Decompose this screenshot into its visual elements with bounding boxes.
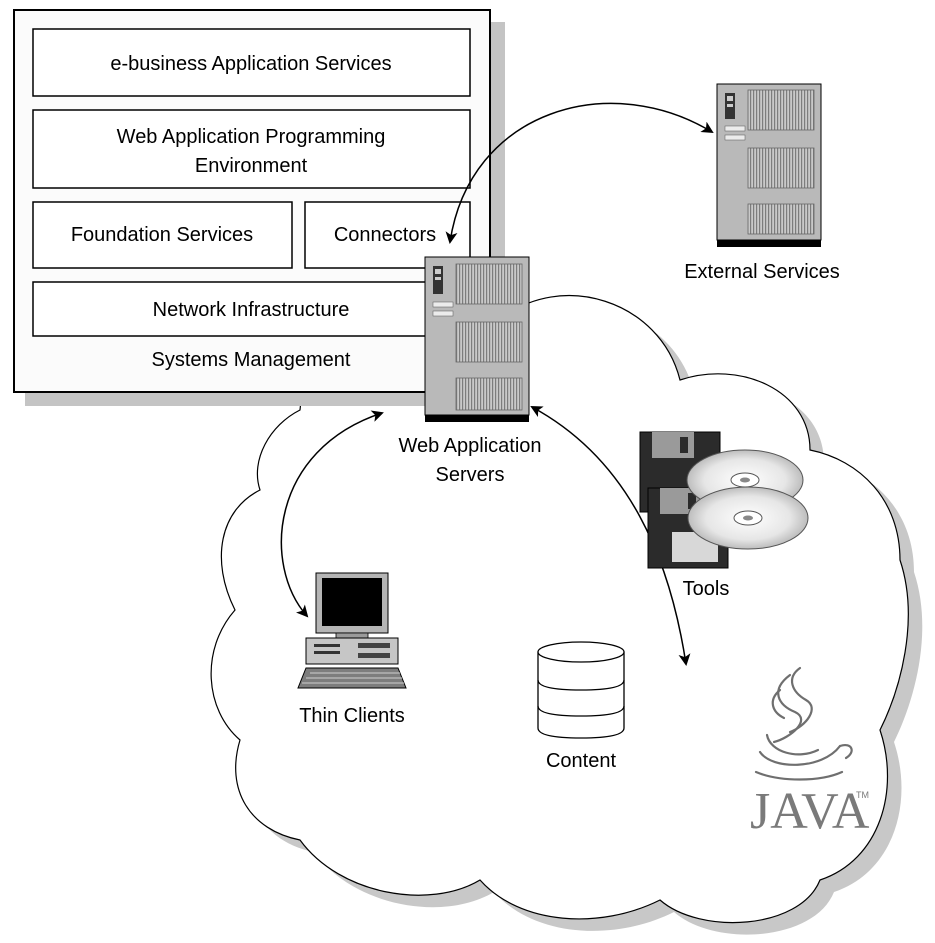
e-business-box xyxy=(32,28,471,97)
java-wordmark: JAVA xyxy=(750,783,870,840)
content-database-icon xyxy=(537,641,625,739)
arrow-connectors-external xyxy=(445,102,714,244)
web-app-server-icon xyxy=(424,256,530,422)
e-business-label: e-business Application Services xyxy=(110,53,391,75)
thin-client-icon xyxy=(297,572,407,689)
systems-mgmt-label: Systems Management xyxy=(152,349,351,371)
java-trademark: TM xyxy=(856,790,869,800)
arrow-server-thin-clients xyxy=(280,410,384,618)
web-app-servers-label-line2: Servers xyxy=(436,464,505,486)
software-stack: e-business Application Services Web Appl… xyxy=(13,9,505,406)
coffee-cup-icon xyxy=(754,666,853,781)
web-app-prog-label-line2: Environment xyxy=(195,155,308,177)
external-services-label: External Services xyxy=(684,261,840,283)
external-server-icon xyxy=(716,83,822,247)
connectors-label: Connectors xyxy=(334,224,436,246)
connection-arrows xyxy=(280,102,714,666)
java-logo: JAVA TM xyxy=(750,666,870,840)
thin-clients-label: Thin Clients xyxy=(299,705,405,727)
network-label: Network Infrastructure xyxy=(153,299,350,321)
web-app-servers-label-line1: Web Application xyxy=(398,435,541,457)
arrow-server-java xyxy=(530,406,691,666)
web-app-prog-box xyxy=(32,109,471,189)
foundation-label: Foundation Services xyxy=(71,224,253,246)
web-app-prog-label-line1: Web Application Programming xyxy=(117,126,386,148)
tools-label: Tools xyxy=(683,578,730,600)
tools-icon xyxy=(639,431,809,569)
foundation-box xyxy=(32,201,293,269)
content-label: Content xyxy=(546,750,616,772)
